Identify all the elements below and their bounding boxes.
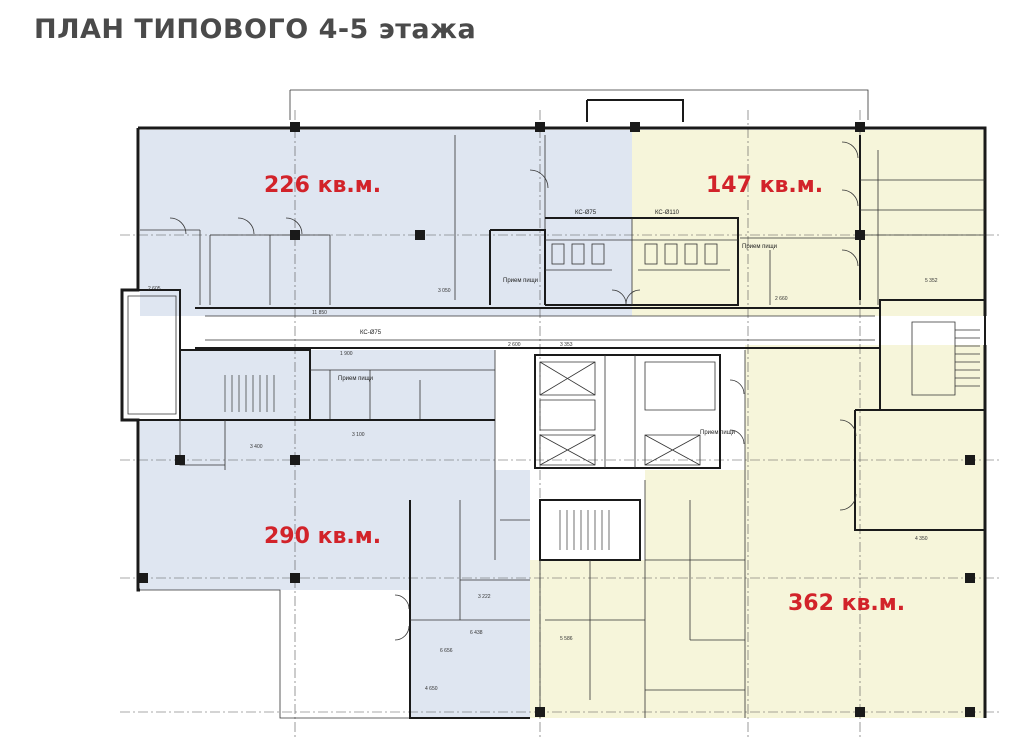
zone-label-nw: 226 кв.м. <box>264 173 381 198</box>
dim-14: 6 656 <box>440 648 453 654</box>
room-label-pantry-3: Прием пищи <box>700 430 735 436</box>
balcony <box>289 89 869 122</box>
room-label-pantry-1: Прием пищи <box>503 278 538 284</box>
south-stair <box>539 499 641 561</box>
west-stair <box>140 349 496 470</box>
room-label-pantry-2: Прием пищи <box>338 376 373 382</box>
room-label-pantry-4: Прием пищи <box>742 244 777 250</box>
corridor <box>195 307 880 349</box>
dim-10: 3 100 <box>352 432 365 438</box>
dim-7: 3 400 <box>250 444 263 450</box>
dim-8: 6 438 <box>470 630 483 636</box>
room-label-wc-1: КС-Ø75 <box>575 210 597 216</box>
dim-4: 3 353 <box>560 342 573 348</box>
dim-16: 3 222 <box>478 594 491 600</box>
elevator-core <box>534 354 721 469</box>
dim-3: 2 600 <box>508 342 521 348</box>
dim-1: 3 050 <box>438 288 451 294</box>
dim-11: 2 605 <box>148 286 161 292</box>
nw-partitions <box>140 135 549 305</box>
plan-title: ПЛАН ТИПОВОГО 4-5 этажа <box>34 14 477 45</box>
dim-12: 1 900 <box>340 351 353 357</box>
dim-5: 5 352 <box>925 278 938 284</box>
columns <box>138 122 975 717</box>
wc-block <box>545 217 739 306</box>
room-label-wc-2: КС-Ø110 <box>655 210 680 216</box>
zone-label-se: 362 кв.м. <box>788 591 905 616</box>
dim-6: 2 660 <box>775 296 788 302</box>
room-labels: КС-Ø75 КС-Ø75 КС-Ø110 Прием пищи Прием п… <box>338 210 777 436</box>
zone-label-ne: 147 кв.м. <box>706 173 823 198</box>
zone-label-sw: 290 кв.м. <box>264 524 381 549</box>
dimension-labels: 3 050 11 850 2 600 3 353 5 352 2 660 3 4… <box>148 278 938 692</box>
zone-ne-fill <box>632 130 985 316</box>
room-label-corridor: КС-Ø75 <box>360 330 382 336</box>
zone-nw-fill <box>140 130 632 316</box>
zone-fills <box>140 130 985 718</box>
zone-w-strip <box>180 350 495 420</box>
dim-15: 4 350 <box>915 536 928 542</box>
zone-sw-fill <box>140 420 530 718</box>
dim-9: 4 650 <box>425 686 438 692</box>
se-partitions <box>539 350 985 718</box>
sw-partitions <box>394 470 530 641</box>
zone-se-fill <box>530 345 985 718</box>
dim-2: 11 850 <box>312 310 327 316</box>
dim-13: 5 586 <box>560 636 573 642</box>
